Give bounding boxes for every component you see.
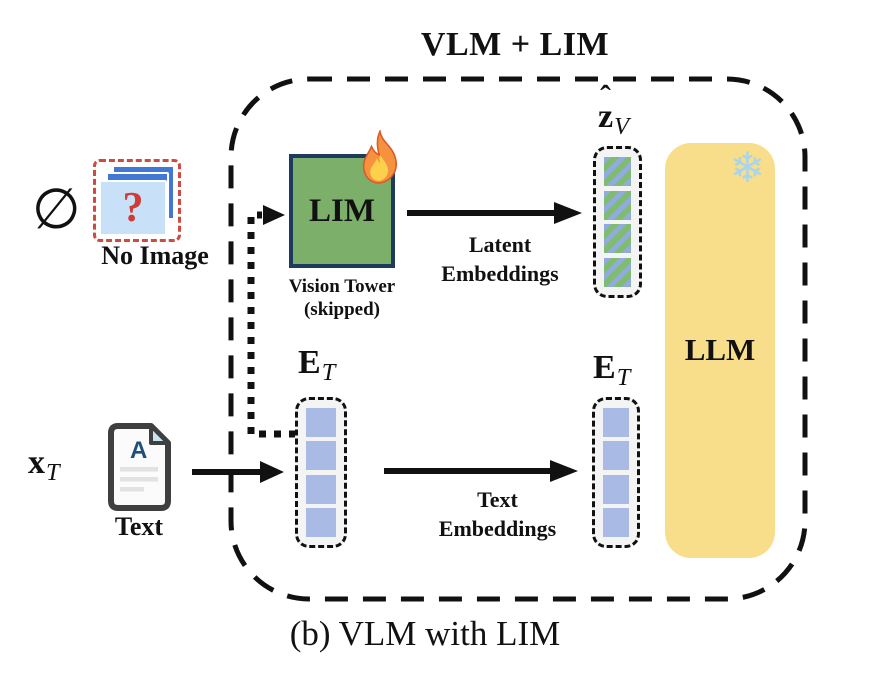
embedding-cell [603,408,629,437]
text-embedding-column-right [592,397,640,548]
snowflake-icon: ❄ [729,143,765,192]
image-stack-front-icon: ? [99,180,167,236]
embedding-cell [604,224,631,254]
embedding-cell [604,157,631,186]
document-letter: A [130,437,147,464]
text-to-embedding-arrow [192,461,284,483]
diagram-title: VLM + LIM [420,26,610,63]
question-mark: ? [122,185,144,231]
folded-corner-icon [149,424,170,445]
document-icon: A [108,423,171,511]
embedding-cell [306,474,336,504]
llm-label: LLM [684,332,756,367]
embedding-cell [603,507,629,537]
hat-accent: ˆ [600,79,611,116]
text-input-symbol: xT [28,444,60,486]
embedding-cell [603,474,629,504]
text-embedding-column-mid [295,397,347,548]
lim-label: LIM [309,192,375,229]
embedding-cell [306,408,336,437]
caption: (b) VLM with LIM [289,614,561,653]
no-image-label: No Image [101,241,209,270]
embedding-cell [306,441,336,471]
embedding-cell [603,441,629,471]
text-embedding-symbol-right: ET [593,349,631,391]
embedding-to-llm-arrow [384,460,578,482]
vision-tower-label: Vision Tower (skipped) [288,276,396,320]
llm-box: ❄ LLM [665,143,775,558]
lim-to-latent-arrow [407,202,582,224]
embedding-cell [306,507,336,537]
empty-set-symbol: ∅ [32,177,81,242]
latent-embedding-column [593,146,642,298]
latent-embeddings-label: Latent Embeddings [441,232,559,287]
text-embeddings-label: Text Embeddings [438,487,557,542]
text-label: Text [114,512,164,541]
embedding-cell [604,190,631,220]
text-embedding-symbol-mid: ET [298,344,336,386]
embedding-cell [604,257,631,287]
flame-icon [362,130,398,184]
no-image-icon: ? [93,159,181,242]
